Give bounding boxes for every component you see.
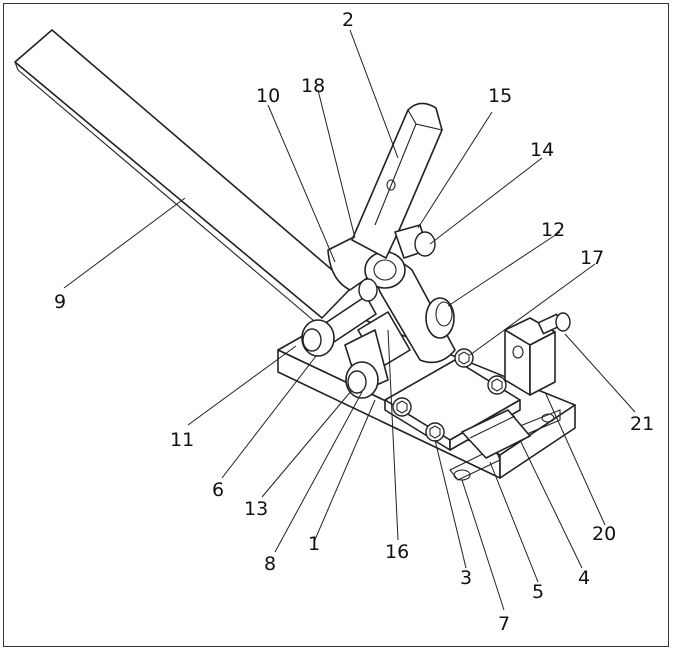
- label-2: 2: [342, 9, 354, 31]
- leader-2: [349, 29, 399, 159]
- leader-6: [221, 355, 317, 479]
- leader-7: [461, 479, 505, 611]
- leader-8: [274, 391, 363, 553]
- part-labels: 1 2 3 4 5 6 7 8 9 10 11 12 13 14 15 16 1…: [54, 9, 654, 635]
- label-18: 18: [301, 75, 325, 97]
- figure-border: [3, 3, 669, 647]
- label-4: 4: [578, 567, 590, 589]
- leader-21: [564, 333, 636, 413]
- label-5: 5: [532, 581, 544, 603]
- label-13: 13: [244, 498, 268, 520]
- label-1: 1: [308, 533, 320, 555]
- leader-20: [544, 391, 606, 526]
- leader-14: [429, 157, 543, 245]
- leader-9: [63, 197, 186, 289]
- label-17: 17: [580, 247, 604, 269]
- stop-block: [504, 312, 571, 396]
- label-11: 11: [170, 429, 194, 451]
- leader-4: [519, 439, 583, 569]
- label-20: 20: [592, 523, 616, 545]
- leader-10: [267, 104, 336, 263]
- label-3: 3: [460, 567, 472, 589]
- leader-1: [313, 399, 376, 543]
- leader-17: [469, 263, 596, 356]
- leader-18: [317, 89, 356, 239]
- label-10: 10: [256, 85, 280, 107]
- screw-heads: [392, 348, 507, 442]
- label-21: 21: [630, 413, 654, 435]
- label-12: 12: [541, 219, 565, 241]
- leader-lines: [63, 29, 636, 611]
- leader-16: [387, 329, 399, 541]
- leader-3: [434, 439, 467, 569]
- label-9: 9: [54, 291, 66, 313]
- leader-15: [417, 111, 493, 229]
- handle: [351, 102, 443, 259]
- pin-bolt: [394, 224, 436, 259]
- leader-12: [447, 231, 561, 307]
- slide-plate: [384, 359, 531, 459]
- label-8: 8: [264, 553, 276, 575]
- long-lever-bar: [14, 29, 353, 327]
- label-6: 6: [212, 479, 224, 501]
- rod-assembly: [301, 278, 379, 399]
- label-16: 16: [385, 541, 409, 563]
- label-7: 7: [498, 613, 510, 635]
- leader-5: [489, 461, 539, 583]
- leader-11: [187, 345, 297, 426]
- label-14: 14: [530, 139, 554, 161]
- leader-13: [261, 389, 353, 498]
- label-15: 15: [488, 85, 512, 107]
